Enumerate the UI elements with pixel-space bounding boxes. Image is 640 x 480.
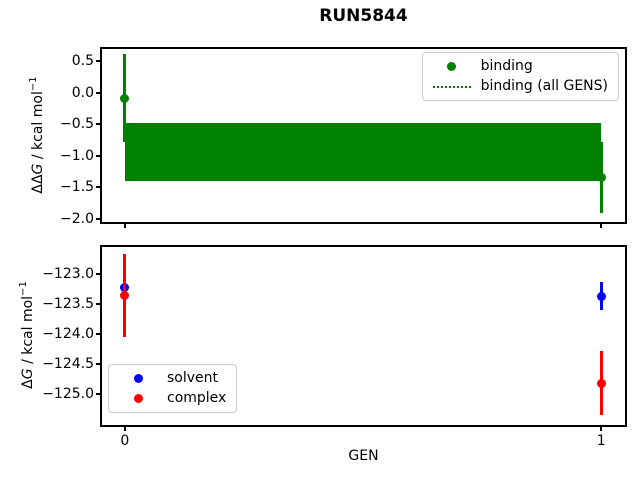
legend-label: solvent (167, 370, 219, 386)
y-tick-label: −125.0 (42, 385, 94, 402)
x-tick (600, 427, 603, 431)
x-axis-label: GEN (348, 448, 379, 464)
y-tick-label: −1.5 (60, 179, 94, 196)
ylabel-exponent: −1 (18, 281, 30, 296)
y-tick-label: 0.5 (71, 52, 94, 69)
ylabel-delta: Δ (19, 379, 36, 389)
y-tick (96, 362, 100, 365)
x-tick (123, 427, 126, 431)
legend-item: complex (119, 390, 226, 407)
solvent-data-point (596, 291, 606, 301)
legend-label: binding (480, 58, 533, 74)
ylabel-variable: G (19, 368, 36, 380)
complex-data-point (596, 378, 606, 388)
legend: binding binding (all GENS) (421, 52, 619, 101)
bottom-plot: −123.0 −123.5 −124.0 −124.5 −125.0 0 1 solvent c… (42, 245, 627, 449)
y-tick-label: −123.0 (42, 265, 94, 282)
ylabel-unit: / kcal mol (19, 295, 36, 369)
binding-marker-cell (433, 62, 471, 71)
y-tick (96, 186, 100, 189)
y-tick-label: −2.0 (60, 210, 94, 227)
ylabel-delta: ΔΔ (29, 174, 46, 194)
y-tick (96, 154, 100, 157)
complex-data-point (120, 291, 130, 301)
x-tick (600, 224, 603, 228)
top-plot: 0.5 0.0 −0.5 −1.0 −1.5 −2.0 binding binding (al… (60, 47, 627, 228)
binding (all GENS)-marker-cell (432, 85, 471, 88)
ylabel-variable: G (29, 163, 46, 175)
complex-dot-icon (133, 394, 143, 403)
binding-dot-icon (447, 62, 457, 71)
legend-item: binding (all GENS) (432, 78, 608, 95)
y-tick-label: −123.5 (42, 295, 94, 312)
ylabel-unit: / kcal mol (29, 91, 46, 164)
legend-label: complex (167, 390, 227, 406)
binding-data-point (120, 93, 130, 103)
legend-item: solvent (119, 370, 226, 387)
confidence-band (124, 122, 602, 181)
binding-data-point (596, 172, 606, 182)
y-tick (96, 332, 100, 335)
y-tick-label: −124.0 (42, 325, 94, 342)
solvent-dot-icon (133, 374, 143, 383)
top-y-axis-label: ΔΔG / kcal mol−1 (28, 76, 46, 193)
y-tick-label: −124.5 (42, 355, 94, 372)
y-tick-label: −1.0 (60, 147, 94, 164)
y-tick (96, 392, 100, 395)
y-tick-label: −0.5 (60, 116, 94, 133)
ylabel-exponent: −1 (28, 76, 40, 92)
y-tick (96, 91, 100, 94)
y-tick (96, 59, 100, 62)
complex-marker-cell (119, 394, 157, 403)
y-tick (96, 272, 100, 275)
legend-item: binding (433, 58, 608, 75)
legend-label: binding (all GENS) (480, 78, 608, 94)
x-tick (123, 224, 126, 228)
y-tick (96, 302, 100, 305)
y-tick-label: 0.0 (71, 84, 94, 101)
legend: solvent complex (108, 364, 238, 413)
x-tick-label: 1 (596, 433, 606, 449)
binding (all GENS)-dotted-line-icon (432, 85, 471, 88)
solvent-marker-cell (119, 374, 157, 383)
y-tick (96, 123, 100, 126)
x-tick-label: 0 (120, 433, 130, 449)
figure-title: RUN5844 (319, 6, 408, 26)
y-tick (96, 217, 100, 220)
bottom-y-axis-label: ΔG / kcal mol−1 (18, 281, 36, 389)
